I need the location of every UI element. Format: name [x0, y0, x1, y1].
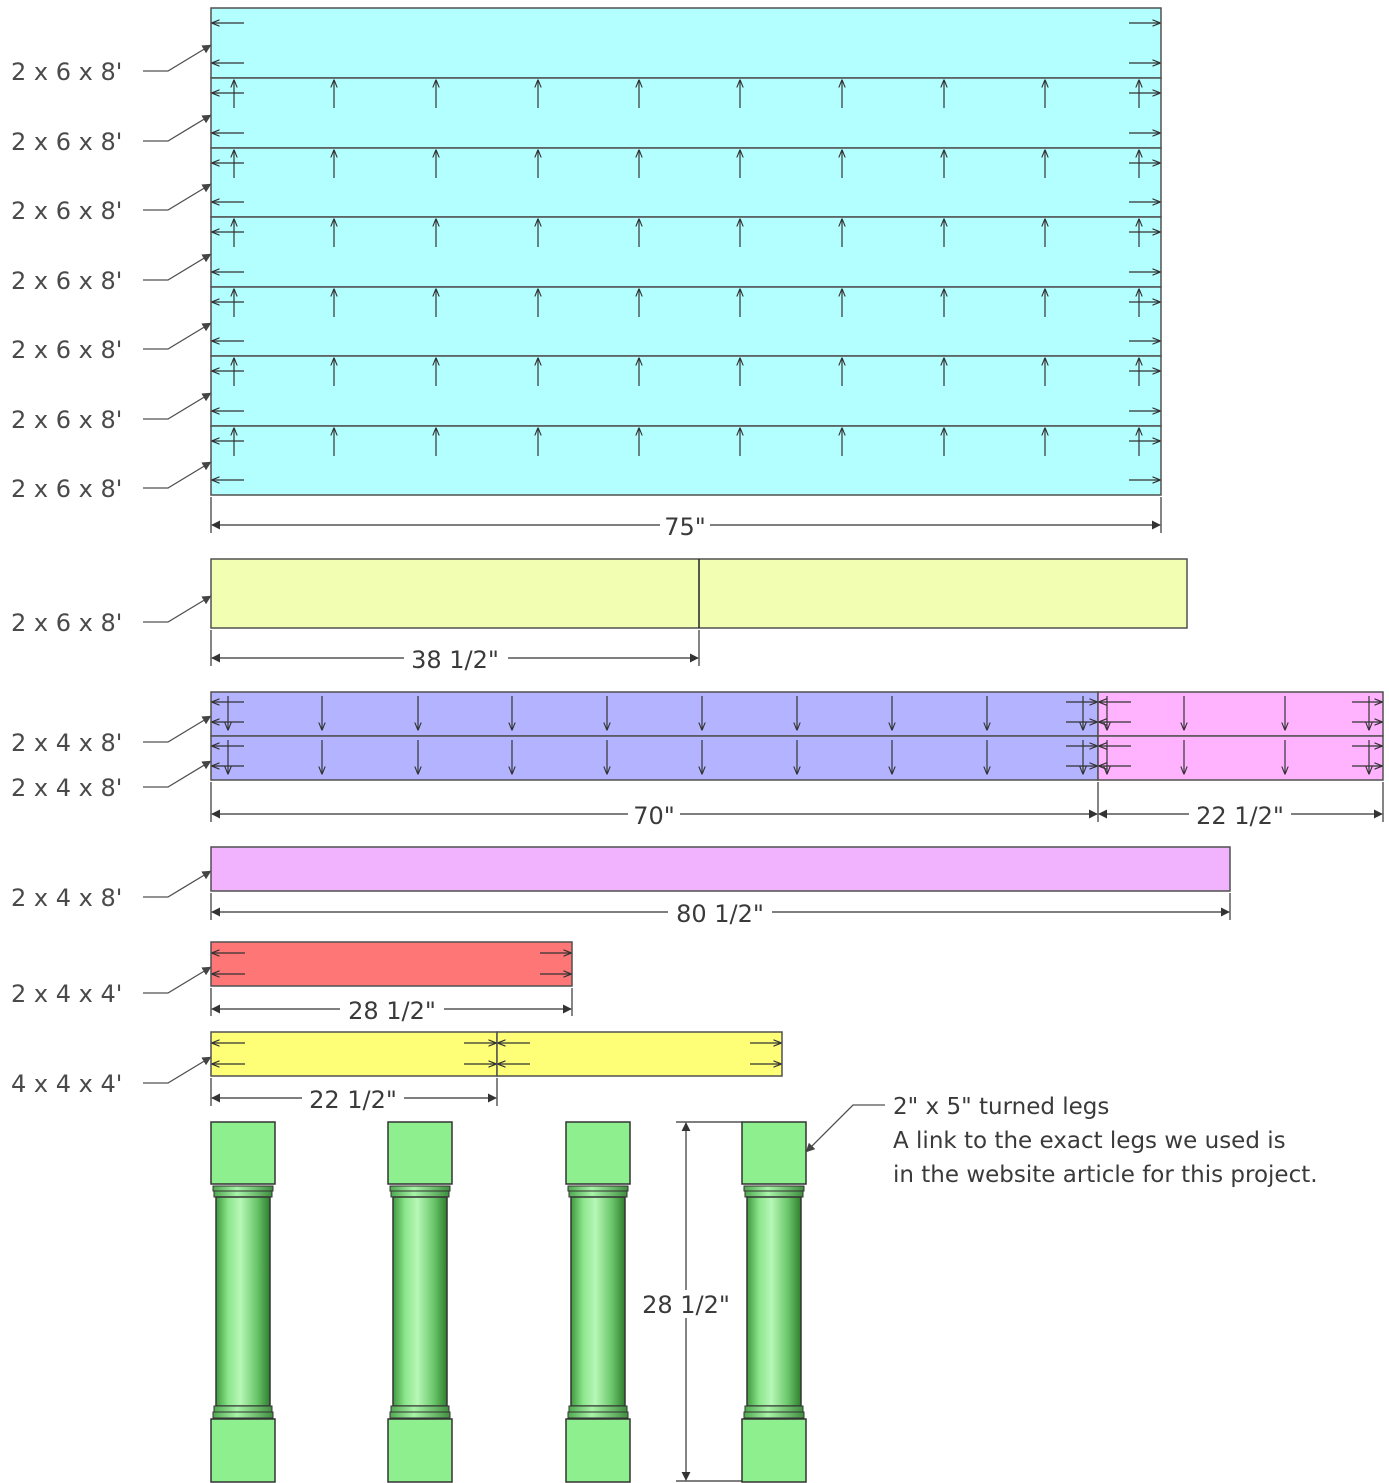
legs-note: 2" x 5" turned legs A link to the exact …: [805, 1094, 1318, 1188]
turned-leg-2: [387, 1121, 453, 1483]
tabletop-board-4: [210, 216, 1162, 288]
leg-shaft: [746, 1196, 802, 1407]
red-2x4-piece: 28 1/2": [210, 941, 573, 1025]
board-pink-1: [1097, 691, 1384, 737]
leader-lines: [143, 44, 212, 1084]
leg-ring: [390, 1405, 450, 1413]
tabletop-board-3: [210, 147, 1162, 218]
leg-ring: [213, 1190, 273, 1198]
dimension-70-and-22: 70" 22 1/2": [210, 782, 1384, 830]
tabletop-board-2: [210, 77, 1162, 149]
turned-leg-3: [565, 1121, 631, 1483]
stretcher-2x4-pair: [210, 691, 1384, 781]
label-2x6-5: 2 x 6 x 8': [11, 336, 122, 364]
leg-ring: [743, 1185, 805, 1192]
dimension-leg-height: 28 1/2": [636, 1121, 742, 1482]
leg-bottom-block: [565, 1418, 631, 1483]
board-yellow-1: [210, 1031, 498, 1077]
label-2x4x4: 2 x 4 x 4': [11, 980, 122, 1008]
label-2x6-6: 2 x 6 x 8': [11, 406, 122, 434]
turned-leg-4: [741, 1121, 807, 1483]
board-yellow-2: [496, 1031, 783, 1077]
leg-ring: [744, 1190, 804, 1198]
label-2x6-8: 2 x 6 x 8': [11, 609, 122, 637]
leg-shaft: [570, 1196, 626, 1407]
label-2x4-2: 2 x 4 x 8': [11, 774, 122, 802]
leg-ring: [744, 1405, 804, 1413]
leg-top-block: [387, 1121, 453, 1185]
tabletop-board-6: [210, 355, 1162, 427]
board-blue-2: [210, 735, 1099, 781]
leg-ring: [568, 1190, 628, 1198]
label-2x6-2: 2 x 6 x 8': [11, 128, 122, 156]
screw-marks-tabletop: [212, 23, 1160, 480]
turned-leg-1: [210, 1121, 276, 1483]
leg-ring: [568, 1405, 628, 1413]
leg-ring: [390, 1190, 450, 1198]
leg-ring: [743, 1411, 805, 1419]
dimension-label-28-1-2-b: 28 1/2": [642, 1291, 730, 1319]
leg-bottom-block: [741, 1418, 807, 1483]
dimension-label-38-1-2: 38 1/2": [411, 646, 499, 674]
label-2x6-7: 2 x 6 x 8': [11, 475, 122, 503]
leg-ring: [213, 1405, 273, 1413]
dimension-label-70: 70": [633, 802, 675, 830]
turned-legs: [210, 1121, 807, 1483]
tabletop-board-1: [210, 7, 1162, 79]
tabletop-board-7: [210, 425, 1162, 496]
tabletop-board-5: [210, 286, 1162, 357]
dimension-label-22-1-2-a: 22 1/2": [1196, 802, 1284, 830]
dimension-label-28-1-2-a: 28 1/2": [348, 997, 436, 1025]
leg-top-block: [741, 1121, 807, 1185]
leg-shaft: [392, 1196, 448, 1407]
dimension-label-75: 75": [664, 513, 706, 541]
board-blue-1: [210, 691, 1099, 737]
label-2x4-1: 2 x 4 x 8': [11, 729, 122, 757]
leg-bottom-block: [210, 1418, 276, 1483]
leg-ring: [212, 1185, 274, 1192]
board-labels: 2 x 6 x 8' 2 x 6 x 8' 2 x 6 x 8' 2 x 6 x…: [11, 58, 122, 1098]
board-pink-2: [1097, 735, 1384, 781]
apron-2x6: 38 1/2": [210, 558, 1188, 674]
yellow-4x4-pieces: 22 1/2": [210, 1031, 783, 1114]
dimension-label-80-1-2: 80 1/2": [676, 900, 764, 928]
board-red: [210, 941, 573, 987]
label-2x6-1: 2 x 6 x 8': [11, 58, 122, 86]
label-2x6-3: 2 x 6 x 8': [11, 197, 122, 225]
leg-ring: [567, 1411, 629, 1419]
tabletop-boards: [210, 7, 1162, 496]
leg-bottom-block: [387, 1418, 453, 1483]
center-stretcher-2x4: 80 1/2": [210, 846, 1231, 928]
leg-ring: [389, 1185, 451, 1192]
note-line-3: in the website article for this project.: [893, 1162, 1318, 1188]
note-line-2: A link to the exact legs we used is: [893, 1128, 1286, 1154]
note-line-1: 2" x 5" turned legs: [893, 1094, 1109, 1120]
leg-ring: [567, 1185, 629, 1192]
leg-top-block: [565, 1121, 631, 1185]
screw-marks-stretchers: [212, 696, 1382, 774]
dimension-label-22-1-2-b: 22 1/2": [309, 1086, 397, 1114]
dimension-75: 75": [210, 497, 1162, 541]
label-2x4-3: 2 x 4 x 8': [11, 884, 122, 912]
leg-ring: [389, 1411, 451, 1419]
leg-ring: [212, 1411, 274, 1419]
label-4x4x4: 4 x 4 x 4': [11, 1070, 122, 1098]
label-2x6-4: 2 x 6 x 8': [11, 267, 122, 295]
leg-top-block: [210, 1121, 276, 1185]
board-lavender: [210, 846, 1231, 892]
leg-shaft: [215, 1196, 271, 1407]
